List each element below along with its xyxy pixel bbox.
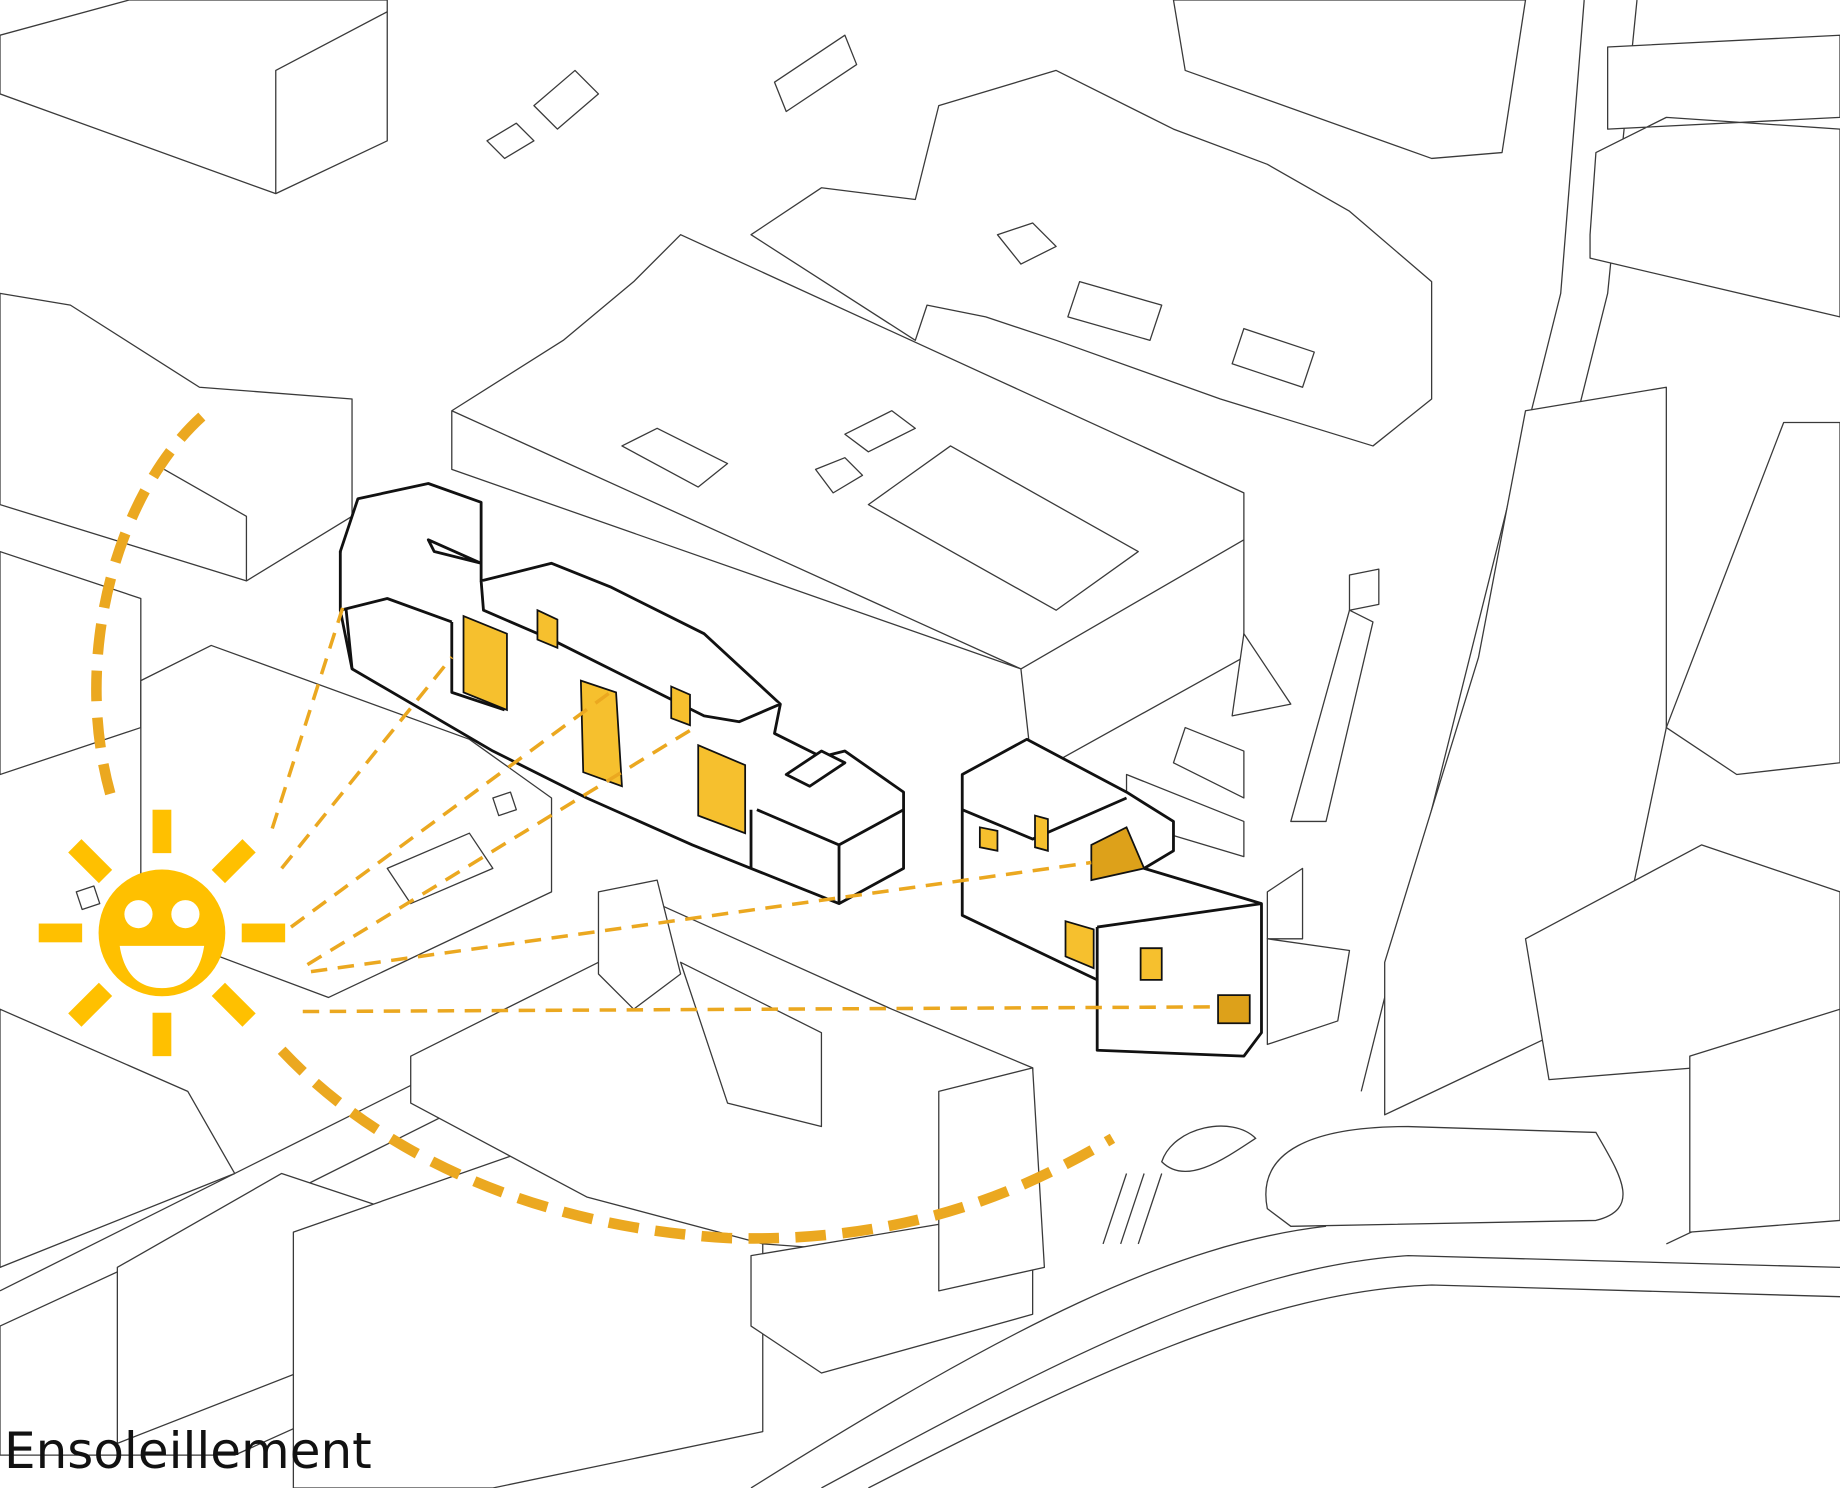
project-building-west [338, 482, 905, 906]
sunlit-facade [462, 614, 508, 712]
sunlit-facade [536, 608, 691, 727]
sun-path-arcs [91, 412, 1116, 1244]
project-building-east [960, 737, 1263, 1058]
sunlit-facade [579, 679, 623, 788]
sunlit-facade [978, 814, 1163, 981]
sunlit-facade [697, 743, 747, 835]
diagram-caption: Ensoleillement [4, 1422, 372, 1480]
sunlit-facade [1090, 826, 1146, 882]
sun-rays-lines [270, 607, 1221, 1014]
smiling-sun-icon [38, 809, 286, 1057]
sunlit-facade [1217, 994, 1251, 1025]
